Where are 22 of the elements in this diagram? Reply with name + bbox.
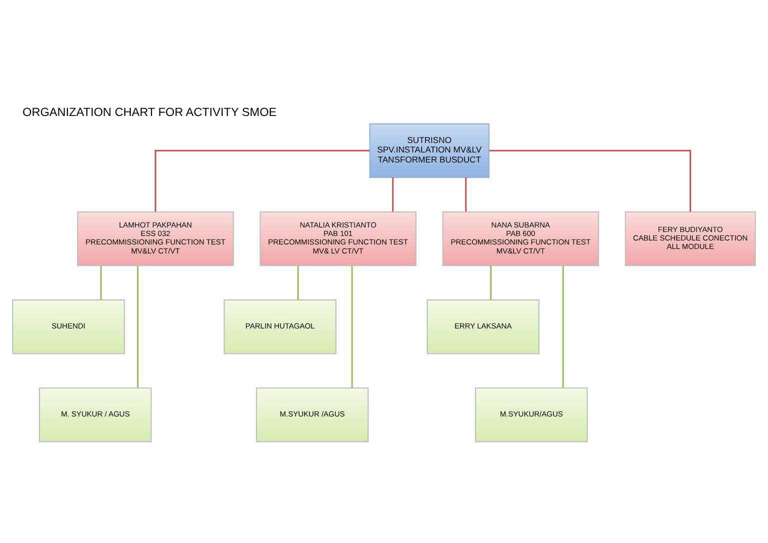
connector <box>351 265 353 388</box>
node-box: LAMHOT PAKPAHAN ESS 032 PRECOMMISSIONING FUNCTION TEST MV&LV CT/VT <box>77 210 234 266</box>
connector <box>392 177 394 212</box>
connector <box>154 149 370 212</box>
connector <box>562 265 564 388</box>
node-box: M.SYUKUR /AGUS <box>256 386 369 442</box>
node-box: ERRY LAKSANA <box>426 298 540 354</box>
node-box: NANA SUBARNA PAB 600 PRECOMMISSIONING FUNCTION TEST MV&LV CT/VT <box>442 210 600 266</box>
connector <box>465 177 467 212</box>
node-box: FERY BUDIYANTO CABLE SCHEDULE CONECTION ALL MODULE <box>624 210 756 266</box>
node-box: PARLIN HUTAGAOL <box>224 298 336 354</box>
connector <box>489 149 692 212</box>
connector <box>297 265 299 300</box>
diagram-title: ORGANIZATION CHART FOR ACTIVITY SMOE <box>22 104 277 119</box>
node-box: NATALIA KRISTIANTO PAB 101 PRECOMMISSIONING FUNCTION TEST MV& LV CT/VT <box>260 210 416 266</box>
node-box: M. SYUKUR / AGUS <box>38 386 152 442</box>
connector <box>490 265 492 300</box>
node-box: SUHENDI <box>12 298 125 354</box>
connector <box>137 265 139 388</box>
node-box: M.SYUKUR/AGUS <box>475 386 588 442</box>
node-box: SUTRISNO SPV.INSTALATION MV&LV TANSFORMER BUSDUCT <box>369 122 490 178</box>
connector <box>100 265 102 300</box>
